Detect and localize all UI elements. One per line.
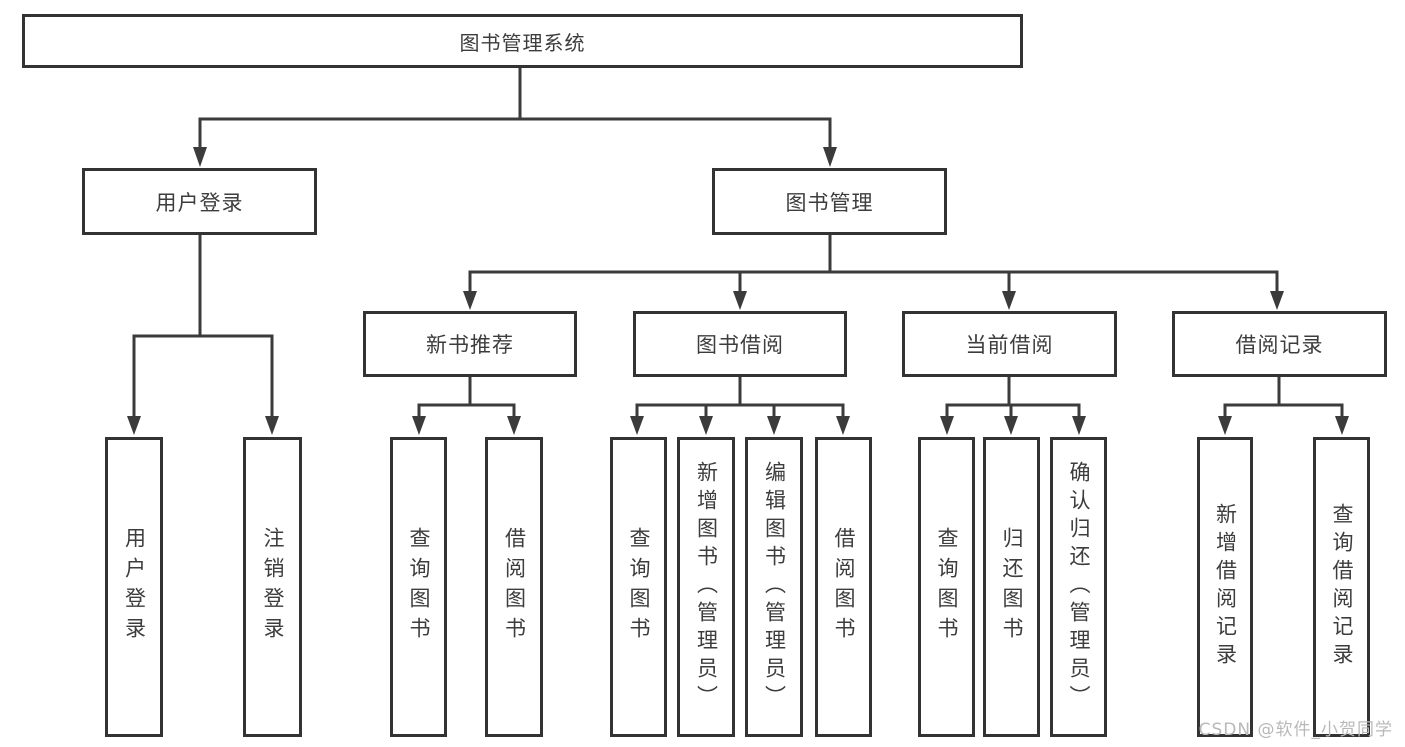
leaf-borrow-query-book: 查询图书 [610,437,667,737]
leaf-edit-book-admin: 编辑图书（管理员） [745,437,803,737]
leaf-confirm-return-admin: 确认归还（管理员） [1050,437,1107,737]
node-book-borrow: 图书借阅 [633,311,847,377]
leaf-borrow-query-book-label: 查询图书 [627,527,651,647]
leaf-add-borrow-record-label: 新增借阅记录 [1213,503,1238,671]
leaf-user-login: 用户登录 [105,437,163,737]
leaf-edit-book-admin-label: 编辑图书（管理员） [762,461,787,713]
node-current-borrow-label: 当前借阅 [965,333,1054,357]
node-root: 图书管理系统 [22,14,1023,68]
node-new-book-recommend-label: 新书推荐 [426,333,514,357]
leaf-current-query-book: 查询图书 [918,437,975,737]
leaf-borrow-book-label: 借阅图书 [832,527,856,647]
node-user-login-label: 用户登录 [155,190,244,215]
leaf-query-borrow-record-label: 查询借阅记录 [1330,503,1354,671]
leaf-recommend-query-book-label: 查询图书 [407,527,431,647]
csdn-watermark: CSDN @软件_小贺同学 [1198,720,1393,740]
leaf-confirm-return-admin-label: 确认归还（管理员） [1067,461,1091,713]
leaf-return-book-label: 归还图书 [1000,527,1024,647]
leaf-recommend-borrow-book: 借阅图书 [485,437,543,737]
node-root-label: 图书管理系统 [459,30,586,55]
leaf-add-borrow-record: 新增借阅记录 [1197,437,1253,737]
node-book-management: 图书管理 [712,168,947,235]
node-user-login: 用户登录 [82,168,317,235]
leaf-recommend-borrow-book-label: 借阅图书 [502,527,527,647]
leaf-logout-label: 注销登录 [261,527,285,647]
leaf-borrow-book: 借阅图书 [815,437,872,737]
node-new-book-recommend: 新书推荐 [363,311,577,377]
leaf-recommend-query-book: 查询图书 [390,437,447,737]
leaf-user-login-label: 用户登录 [122,527,147,647]
leaf-current-query-book-label: 查询图书 [935,527,959,647]
node-book-management-label: 图书管理 [785,190,874,215]
leaf-add-book-admin-label: 新增图书（管理员） [694,461,719,713]
node-book-borrow-label: 图书借阅 [696,333,784,357]
node-borrow-record: 借阅记录 [1172,311,1387,377]
node-current-borrow: 当前借阅 [902,311,1117,377]
leaf-query-borrow-record: 查询借阅记录 [1313,437,1370,737]
leaf-logout: 注销登录 [243,437,302,737]
node-borrow-record-label: 借阅记录 [1235,333,1324,357]
leaf-return-book: 归还图书 [983,437,1040,737]
leaf-add-book-admin: 新增图书（管理员） [677,437,735,737]
